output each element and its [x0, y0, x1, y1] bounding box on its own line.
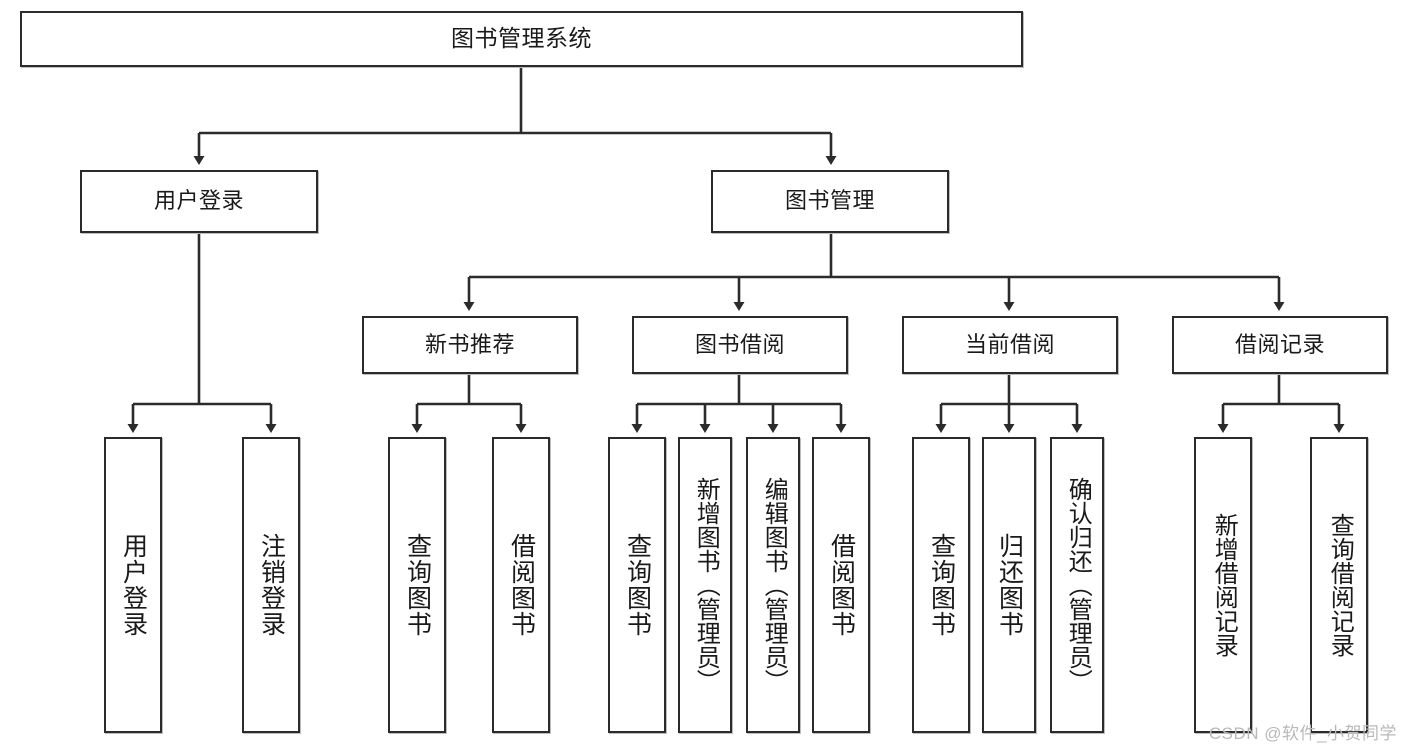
node-label: 新增图书（管理员）: [692, 477, 720, 693]
leaf-query-book-current[interactable]: 查询图书: [912, 437, 970, 733]
node-label: 编辑图书（管理员）: [760, 477, 788, 693]
node-label: 用户登录: [153, 188, 244, 214]
node-label: 借阅记录: [1234, 331, 1325, 357]
leaf-query-book-recommend[interactable]: 查询图书: [388, 437, 446, 733]
leaf-confirm-return-admin[interactable]: 确认归还（管理员）: [1050, 437, 1104, 733]
node-label: 查询图书: [927, 533, 956, 637]
node-label: 新书推荐: [424, 331, 515, 357]
node-label: 查询借阅记录: [1326, 513, 1354, 657]
node-label: 查询图书: [623, 533, 652, 637]
node-label: 归还图书: [995, 533, 1024, 637]
leaf-query-borrow-record[interactable]: 查询借阅记录: [1310, 437, 1368, 733]
node-current-borrow[interactable]: 当前借阅: [902, 316, 1118, 374]
node-book-borrow[interactable]: 图书借阅: [632, 316, 848, 374]
leaf-borrow-book-recommend[interactable]: 借阅图书: [492, 437, 550, 733]
node-root-library-system[interactable]: 图书管理系统: [20, 11, 1023, 67]
leaf-add-borrow-record[interactable]: 新增借阅记录: [1194, 437, 1252, 733]
node-label: 查询图书: [403, 533, 432, 637]
leaf-logout-login[interactable]: 注销登录: [242, 437, 300, 733]
node-label: 当前借阅: [964, 331, 1055, 357]
node-label: 图书管理: [784, 188, 875, 214]
leaf-return-book[interactable]: 归还图书: [982, 437, 1036, 733]
node-label: 图书管理系统: [451, 25, 592, 52]
leaf-edit-book-admin[interactable]: 编辑图书（管理员）: [746, 437, 800, 733]
node-label: 新增借阅记录: [1210, 513, 1238, 657]
node-label: 借阅图书: [827, 533, 856, 637]
node-label: 确认归还（管理员）: [1064, 477, 1092, 693]
node-new-book-recommend[interactable]: 新书推荐: [362, 316, 578, 374]
leaf-query-book-borrow[interactable]: 查询图书: [608, 437, 666, 733]
node-user-login[interactable]: 用户登录: [80, 170, 318, 233]
node-label: 用户登录: [119, 533, 148, 637]
leaf-user-login[interactable]: 用户登录: [104, 437, 162, 733]
watermark-text: CSDN @软件_小贺同学: [1208, 724, 1397, 743]
node-book-management[interactable]: 图书管理: [711, 170, 949, 233]
node-label: 注销登录: [257, 533, 286, 637]
leaf-add-book-admin[interactable]: 新增图书（管理员）: [678, 437, 732, 733]
node-borrow-record[interactable]: 借阅记录: [1172, 316, 1388, 374]
leaf-borrow-book[interactable]: 借阅图书: [812, 437, 870, 733]
node-label: 借阅图书: [507, 533, 536, 637]
node-label: 图书借阅: [694, 331, 785, 357]
